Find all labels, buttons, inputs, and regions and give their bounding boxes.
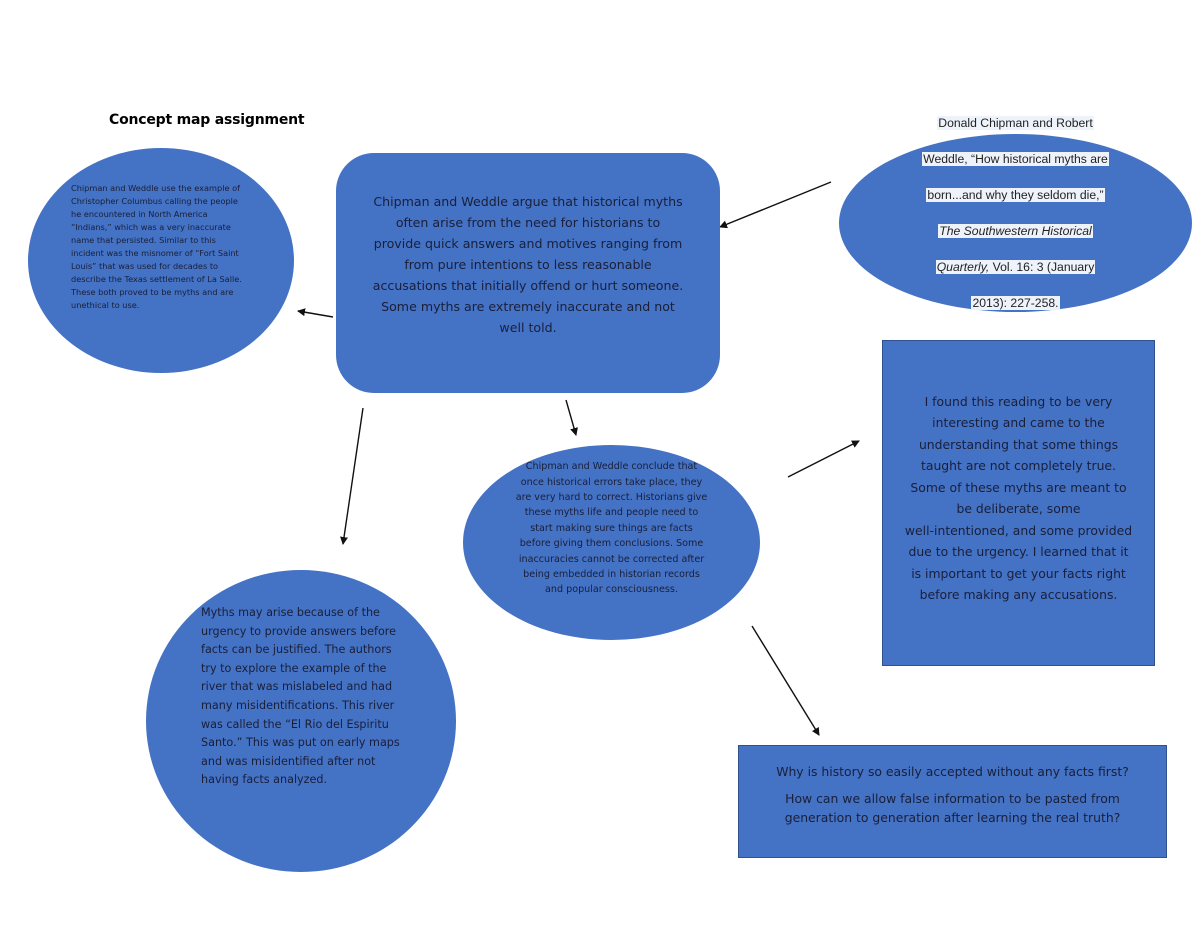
citation-line: 2013): 227-258. xyxy=(971,296,1060,310)
columbus-example-node: Chipman and Weddle use the example of Ch… xyxy=(28,148,294,373)
citation-node: Donald Chipman and Robert Weddle, “How h… xyxy=(839,116,1192,312)
citation-text: Donald Chipman and Robert Weddle, “How h… xyxy=(906,96,1126,312)
questions-node: Why is history so easily accepted withou… xyxy=(738,745,1167,858)
conclusion-text: Chipman and Weddle conclude that once hi… xyxy=(515,461,708,596)
citation-line: Weddle, “How historical myths are xyxy=(922,152,1109,166)
main-argument-text: Chipman and Weddle argue that historical… xyxy=(372,193,684,335)
main-argument-node: Chipman and Weddle argue that historical… xyxy=(336,153,720,393)
citation-line: born...and why they seldom die,” xyxy=(926,188,1105,202)
page-title: Concept map assignment xyxy=(109,112,305,128)
columbus-example-text: Chipman and Weddle use the example of Ch… xyxy=(71,182,242,310)
question-2: How can we allow false information to be… xyxy=(784,791,1121,825)
citation-journal: Quarterly, xyxy=(936,260,990,274)
question-1: Why is history so easily accepted withou… xyxy=(776,764,1129,779)
citation-line: Donald Chipman and Robert xyxy=(937,116,1094,130)
arrow-main-to-conclude xyxy=(565,399,578,436)
arrow-citation-to-main xyxy=(719,181,832,229)
arrow-main-to-columbus xyxy=(297,308,334,318)
reflection-node: I found this reading to be very interest… xyxy=(882,340,1155,666)
arrow-conclude-to-reflect xyxy=(787,440,860,478)
conclusion-node: Chipman and Weddle conclude that once hi… xyxy=(463,445,760,640)
citation-journal: The Southwestern Historical xyxy=(938,224,1093,238)
arrow-main-to-river xyxy=(340,407,364,545)
river-example-text: Myths may arise because of the urgency t… xyxy=(201,606,400,787)
reflection-text: I found this reading to be very interest… xyxy=(904,393,1133,603)
citation-volume: Vol. 16: 3 (January xyxy=(989,260,1095,274)
arrow-conclude-to-questions xyxy=(751,625,820,736)
river-example-node: Myths may arise because of the urgency t… xyxy=(146,570,456,872)
